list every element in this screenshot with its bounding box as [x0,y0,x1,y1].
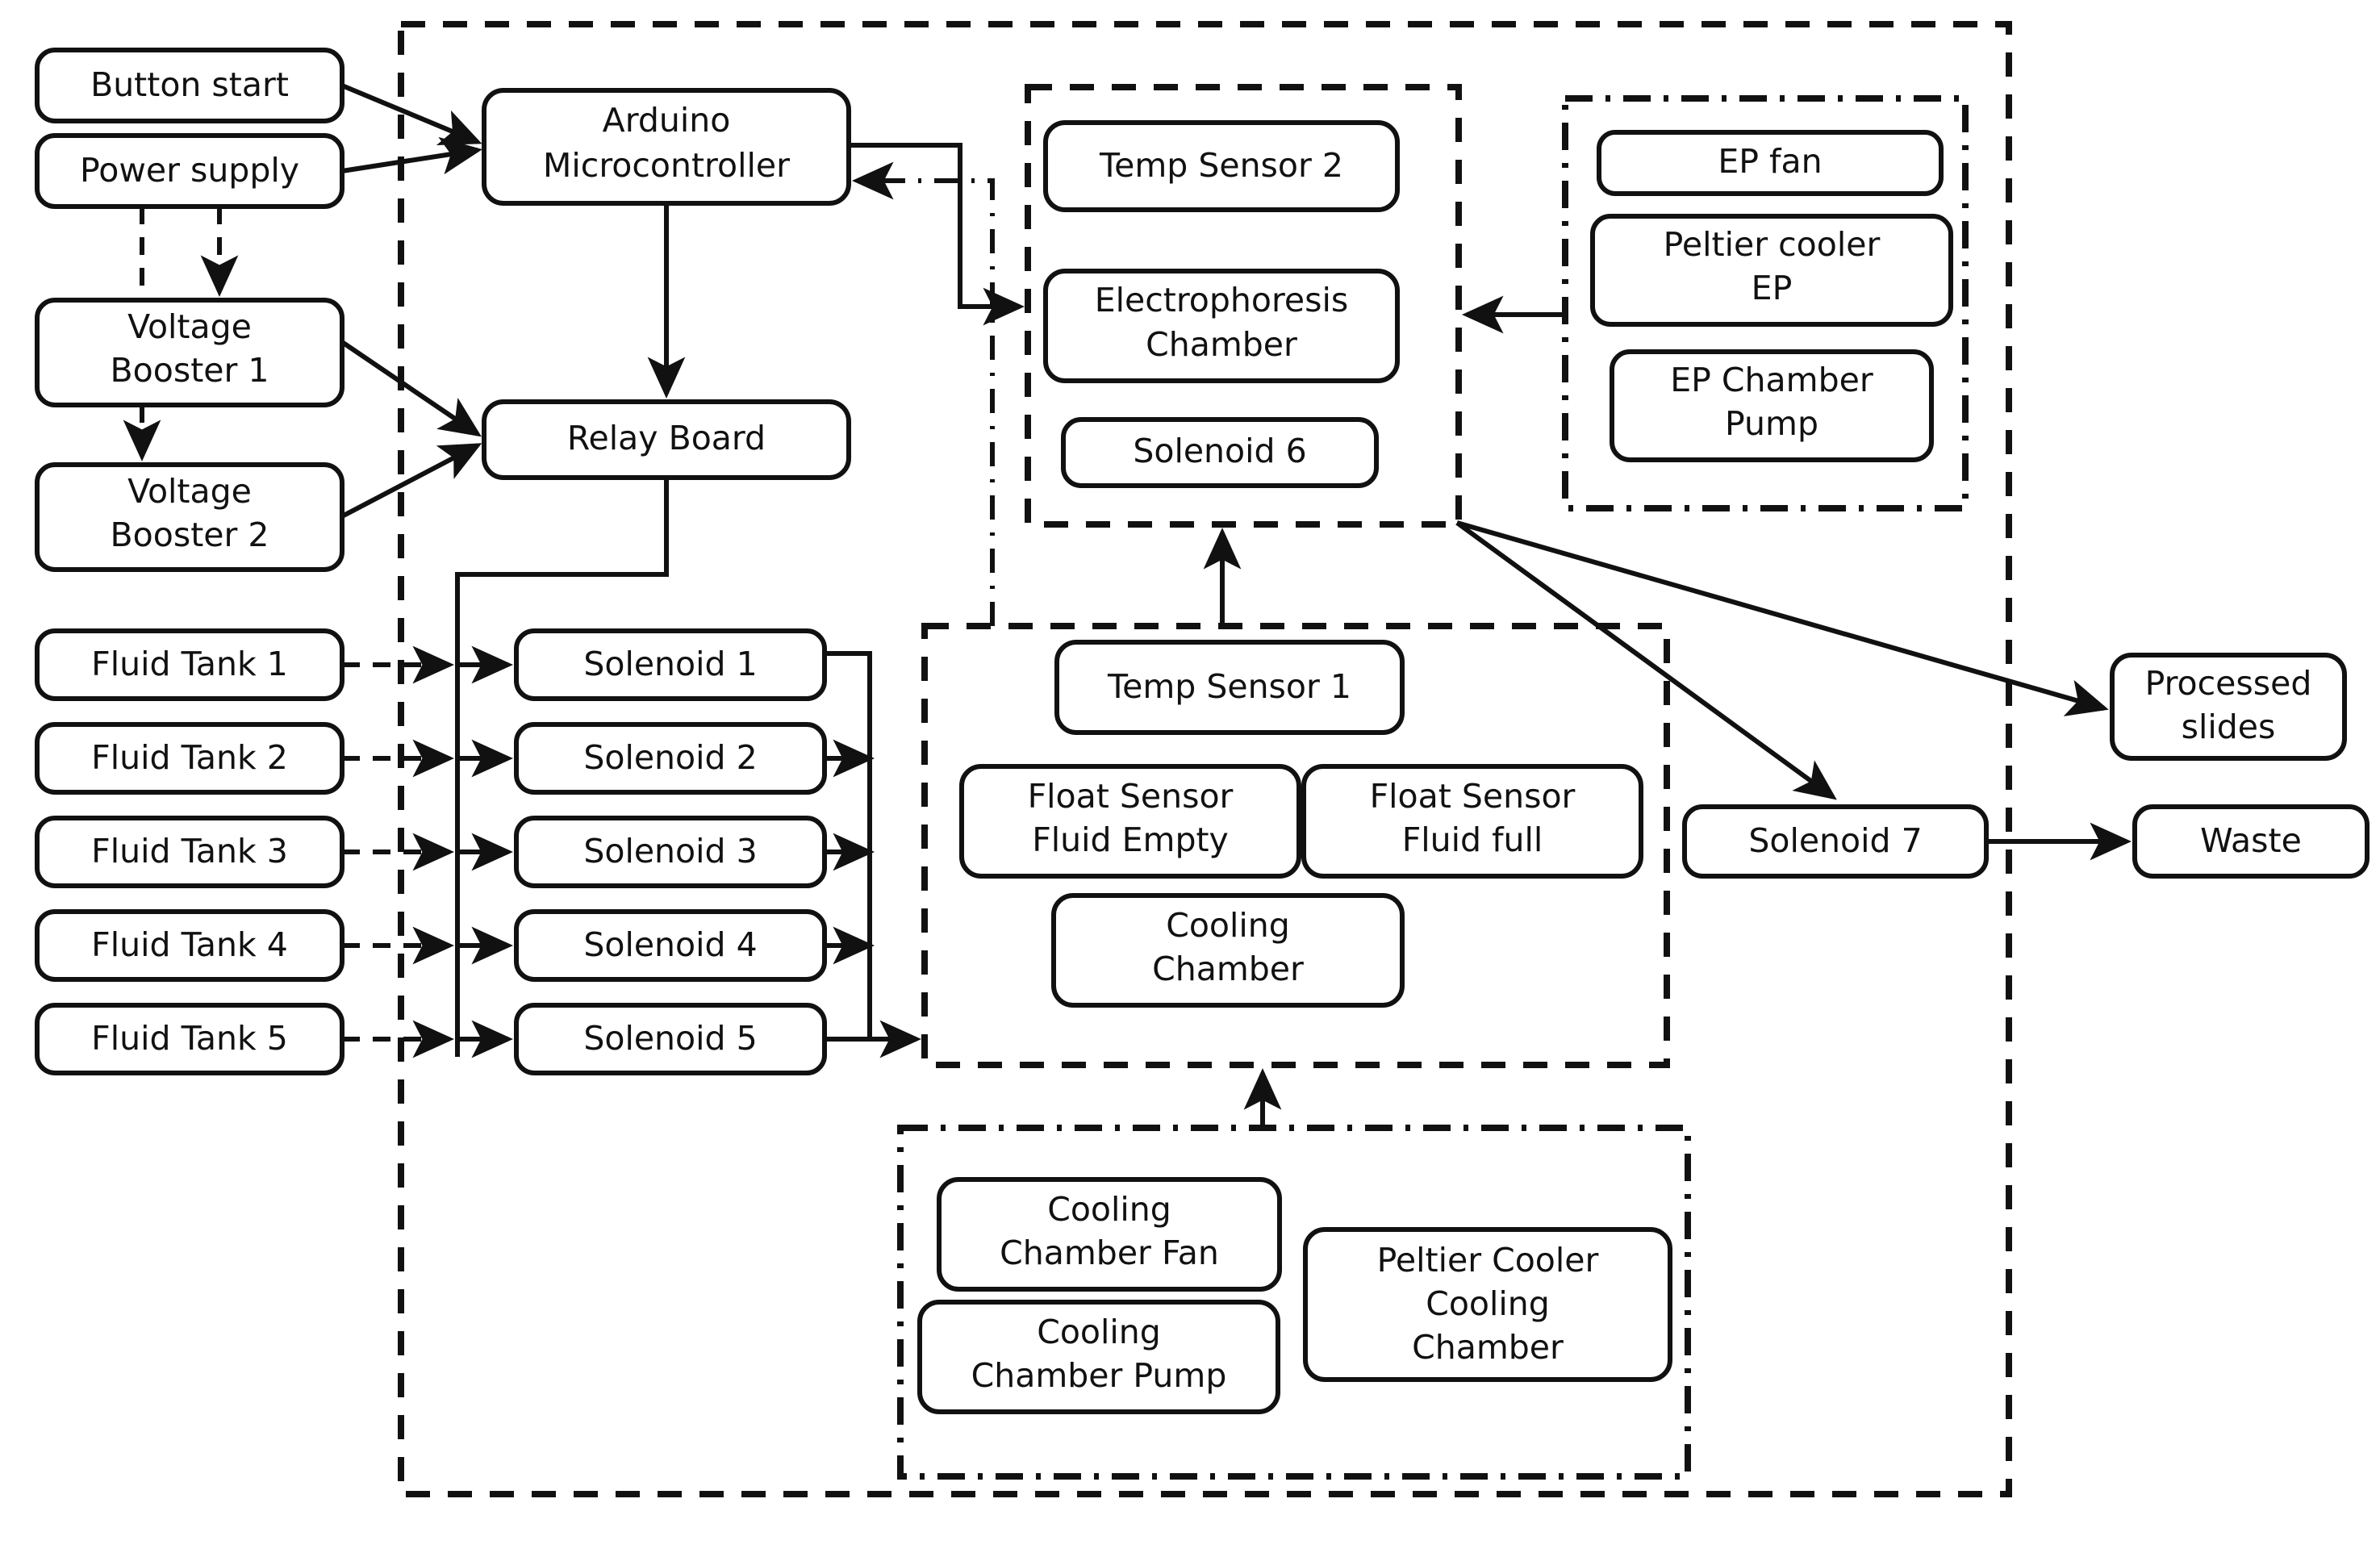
node-float-sensor-fluid-full[interactable]: Float Sensor Fluid full [1301,764,1643,879]
node-fluid-tank-5-label: Fluid Tank 5 [91,1019,288,1058]
node-solenoid-7[interactable]: Solenoid 7 [1682,804,1989,879]
node-peltier-cooler-ep-line1: Peltier cooler [1664,225,1881,264]
node-cooling-chamber-pump-line2: Chamber Pump [971,1356,1227,1395]
node-button-start-label: Button start [90,65,289,104]
node-solenoid-4-label: Solenoid 4 [583,925,757,964]
node-fluid-tank-3[interactable]: Fluid Tank 3 [35,816,344,888]
node-fluid-tank-1[interactable]: Fluid Tank 1 [35,628,344,701]
node-float-sensor-fluid-empty-line1: Float Sensor [1028,777,1234,816]
node-power-supply[interactable]: Power supply [35,133,344,209]
node-relay-board-label: Relay Board [567,419,766,457]
node-solenoid-3-label: Solenoid 3 [583,832,757,870]
connections [123,83,2132,1128]
node-float-sensor-fluid-full-line1: Float Sensor [1370,777,1576,816]
node-fluid-tank-2-label: Fluid Tank 2 [91,738,288,777]
node-peltier-cooler-ep[interactable]: Peltier cooler EP [1590,214,1953,327]
node-ep-chamber-pump-line2: Pump [1725,404,1818,443]
node-temp-sensor-2[interactable]: Temp Sensor 2 [1043,120,1400,212]
node-power-supply-label: Power supply [80,151,299,190]
node-processed-slides-line1: Processed [2145,664,2312,703]
node-voltage-booster-2-line2: Booster 2 [111,516,269,554]
node-cooling-chamber-line1: Cooling [1166,906,1290,945]
node-cooling-chamber-fan[interactable]: Cooling Chamber Fan [937,1177,1282,1292]
node-fluid-tank-3-label: Fluid Tank 3 [91,832,288,870]
node-voltage-booster-2-line1: Voltage [127,472,252,511]
node-arduino-line2: Microcontroller [543,146,790,185]
edge-booster1-to-relay-board [340,340,482,437]
node-voltage-booster-1[interactable]: Voltage Booster 1 [35,298,344,407]
node-solenoid-2-label: Solenoid 2 [583,738,757,777]
node-solenoid-6-label: Solenoid 6 [1133,432,1306,470]
edge-electrophoresis-to-solenoid-7 [1455,520,1837,800]
node-waste-label: Waste [2200,821,2302,860]
edge-power-supply-to-arduino [341,136,482,175]
edge-relay-board-bus [455,478,669,1057]
group-electrophoresis [1025,84,1462,528]
node-cooling-chamber-fan-line1: Cooling [1047,1190,1171,1229]
node-voltage-booster-1-line2: Booster 1 [111,351,269,390]
node-ep-fan[interactable]: EP fan [1597,130,1944,196]
node-electrophoresis-chamber[interactable]: Electrophoresis Chamber [1043,269,1400,383]
node-solenoid-3[interactable]: Solenoid 3 [514,816,827,888]
node-solenoid-5[interactable]: Solenoid 5 [514,1003,827,1075]
node-solenoid-1-label: Solenoid 1 [583,645,757,683]
node-ep-fan-label: EP fan [1718,142,1822,181]
node-button-start[interactable]: Button start [35,48,344,123]
node-electrophoresis-chamber-line2: Chamber [1146,325,1297,364]
node-fluid-tank-4-label: Fluid Tank 4 [91,925,288,964]
edge-booster2-to-relay-board [340,443,482,519]
node-cooling-chamber-line2: Chamber [1152,950,1304,988]
node-solenoid-4[interactable]: Solenoid 4 [514,909,827,982]
node-float-sensor-fluid-full-line2: Fluid full [1402,820,1543,859]
node-arduino-microcontroller[interactable]: Arduino Microcontroller [482,88,851,206]
node-float-sensor-fluid-empty[interactable]: Float Sensor Fluid Empty [959,764,1301,879]
node-fluid-tank-2[interactable]: Fluid Tank 2 [35,722,344,795]
edge-electrophoresis-to-processed-slides [1456,520,2109,716]
node-cooling-chamber-pump-line1: Cooling [1037,1313,1161,1351]
node-solenoid-1[interactable]: Solenoid 1 [514,628,827,701]
node-peltier-cooler-cooling-line3: Chamber [1412,1328,1564,1367]
edge-solenoid-output-bus [825,651,872,1039]
node-peltier-cooler-cooling-line2: Cooling [1426,1284,1550,1323]
node-peltier-cooler-cooling-line1: Peltier Cooler [1377,1241,1599,1280]
node-fluid-tank-1-label: Fluid Tank 1 [91,645,288,683]
node-arduino-line1: Arduino [603,101,731,140]
node-voltage-booster-2[interactable]: Voltage Booster 2 [35,462,344,572]
node-temp-sensor-1[interactable]: Temp Sensor 1 [1054,640,1405,735]
node-temp-sensor-1-label: Temp Sensor 1 [1107,667,1351,706]
node-solenoid-7-label: Solenoid 7 [1748,821,1922,860]
node-fluid-tank-5[interactable]: Fluid Tank 5 [35,1003,344,1075]
node-cooling-chamber-fan-line2: Chamber Fan [1000,1234,1219,1272]
node-waste[interactable]: Waste [2132,804,2370,879]
node-electrophoresis-chamber-line1: Electrophoresis [1095,281,1349,319]
node-ep-chamber-pump[interactable]: EP Chamber Pump [1610,349,1934,462]
node-processed-slides-line2: slides [2182,708,2276,746]
node-solenoid-6[interactable]: Solenoid 6 [1061,417,1379,488]
node-cooling-chamber-pump[interactable]: Cooling Chamber Pump [917,1300,1280,1414]
node-ep-chamber-pump-line1: EP Chamber [1670,361,1873,399]
node-solenoid-2[interactable]: Solenoid 2 [514,722,827,795]
node-peltier-cooler-ep-line2: EP [1752,269,1793,307]
node-solenoid-5-label: Solenoid 5 [583,1019,757,1058]
node-float-sensor-fluid-empty-line2: Fluid Empty [1032,820,1229,859]
edge-cooling-chamber-to-arduino-feedback [851,161,995,626]
edge-button-start-to-arduino [340,83,482,146]
node-voltage-booster-1-line1: Voltage [127,307,252,346]
node-peltier-cooler-cooling-chamber[interactable]: Peltier Cooler Cooling Chamber [1303,1227,1672,1382]
group-containers [398,21,2012,1497]
node-fluid-tank-4[interactable]: Fluid Tank 4 [35,909,344,982]
node-temp-sensor-2-label: Temp Sensor 2 [1099,146,1343,185]
node-processed-slides[interactable]: Processed slides [2110,653,2347,761]
group-ep-cooling [1562,95,1969,511]
group-system-boundary [398,21,2012,1497]
group-cooling-hardware [897,1125,1691,1480]
node-cooling-chamber[interactable]: Cooling Chamber [1051,893,1405,1008]
node-relay-board[interactable]: Relay Board [482,399,851,480]
group-cooling-chamber [921,623,1670,1068]
